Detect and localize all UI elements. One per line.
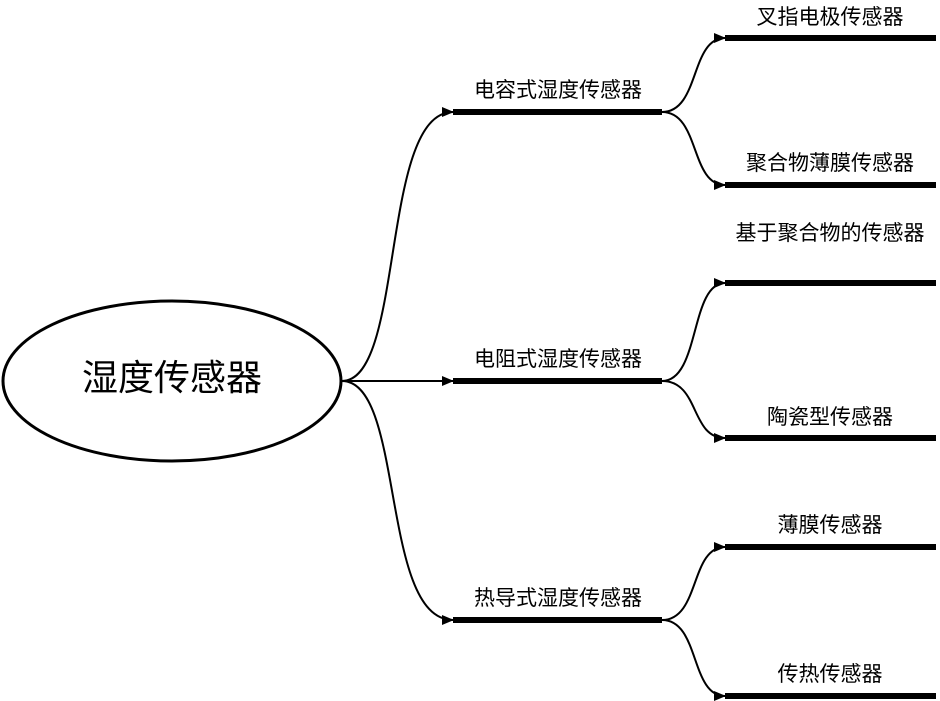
branch-label-resistive: 电阻式湿度传感器 xyxy=(474,347,642,371)
connector-capacitive-to-polymer-film xyxy=(661,111,726,190)
connector-resistive-to-ceramic xyxy=(661,380,726,443)
leaf-label-interdigital: 叉指电极传感器 xyxy=(756,5,904,29)
leaf-label-thin-film: 薄膜传感器 xyxy=(777,513,883,537)
branch-label-capacitive: 电容式湿度传感器 xyxy=(474,78,642,102)
connector-root-to-branch-capacitive xyxy=(341,107,454,382)
connector-resistive-to-polymer-based xyxy=(661,278,726,382)
leaf-label-polymer-film: 聚合物薄膜传感器 xyxy=(746,151,914,175)
leaf-label-heat-transfer: 传热传感器 xyxy=(777,662,883,686)
connector-root-to-branch-thermal xyxy=(341,380,454,625)
connector-thermal-to-thin-film xyxy=(661,542,726,621)
root-node-label: 湿度传感器 xyxy=(81,358,262,399)
leaf-label-polymer-based: 基于聚合物的传感器 xyxy=(735,221,925,245)
branch-label-thermal: 热导式湿度传感器 xyxy=(474,586,642,610)
root-node-ellipse xyxy=(1,299,343,463)
connector-thermal-to-heat-transfer xyxy=(661,619,726,701)
connector-capacitive-to-interdigital xyxy=(661,33,726,113)
leaf-label-ceramic: 陶瓷型传感器 xyxy=(767,405,893,429)
